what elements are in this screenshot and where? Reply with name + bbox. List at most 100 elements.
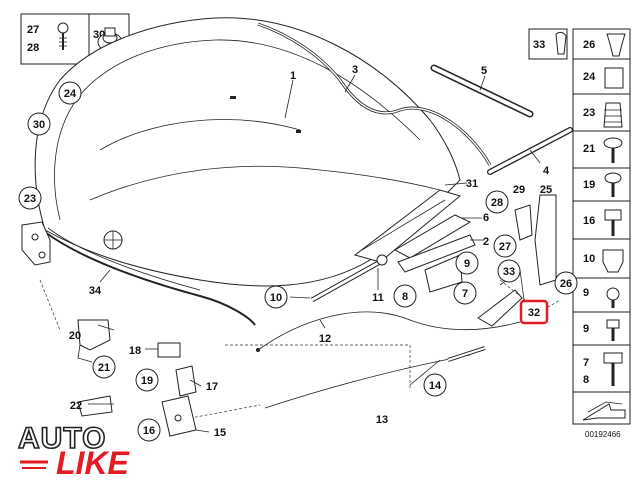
callout-label: 6 xyxy=(483,212,489,224)
callout-label: 9 xyxy=(464,258,470,270)
legend-9: 9 xyxy=(583,323,589,335)
legend-19: 19 xyxy=(583,179,595,191)
callout-label: 20 xyxy=(69,330,81,342)
legend-8: 8 xyxy=(583,374,589,386)
ball-stud-icon xyxy=(606,287,620,301)
callout-label: 19 xyxy=(141,375,153,387)
callout-label: 12 xyxy=(319,333,331,345)
nut-clip-icon xyxy=(606,33,626,57)
callout-label: 32 xyxy=(528,307,540,319)
callout-22: 22 xyxy=(70,400,82,412)
callout-20: 20 xyxy=(69,330,81,342)
callout-9: 9 xyxy=(455,251,479,275)
callout-13: 13 xyxy=(376,414,388,426)
callout-label: 28 xyxy=(491,197,503,209)
right-legend-column: 33 26 24 23 21 19 16 10 9 9 7 8 00192466 xyxy=(528,28,631,439)
callout-label: 30 xyxy=(33,119,45,131)
callout-1: 1 xyxy=(290,70,296,82)
callout-label: 17 xyxy=(206,381,218,393)
callout-label: 31 xyxy=(466,178,478,190)
legend-21: 21 xyxy=(583,143,595,155)
callout-label: 7 xyxy=(462,288,468,300)
hex-bolt-icon xyxy=(604,209,622,221)
legend-9-top: 9 xyxy=(583,287,589,299)
callout-11: 11 xyxy=(372,292,384,304)
stud-icon xyxy=(603,352,623,364)
callout-5: 5 xyxy=(481,65,487,77)
callout-label: 21 xyxy=(98,362,110,374)
spring-nut-icon xyxy=(602,249,624,273)
leader-lines xyxy=(88,74,541,433)
cable-13 xyxy=(264,354,471,409)
screw-head-icon xyxy=(604,172,622,184)
logo-word-auto: AUTO xyxy=(18,422,106,455)
callout-label: 25 xyxy=(540,184,552,196)
hood-panel xyxy=(34,17,461,326)
callout-17: 17 xyxy=(206,381,218,393)
legend-28: 28 xyxy=(27,42,39,54)
callout-27: 27 xyxy=(493,234,517,258)
legend-27: 27 xyxy=(27,24,39,36)
callout-34: 34 xyxy=(89,285,102,297)
bracket-6 xyxy=(393,214,472,259)
callout-31: 31 xyxy=(466,178,478,190)
callout-label: 2 xyxy=(483,236,489,248)
bumper-29 xyxy=(514,204,533,241)
callout-3: 3 xyxy=(352,64,358,76)
callout-label: 4 xyxy=(543,165,550,177)
arrow-icon xyxy=(582,403,626,421)
bracket-2 xyxy=(397,234,476,273)
callout-2: 2 xyxy=(483,236,489,248)
callout-label: 15 xyxy=(214,427,226,439)
callout-19: 19 xyxy=(135,368,159,392)
callout-26: 26 xyxy=(554,271,578,295)
insulation-31 xyxy=(353,189,462,263)
legend-26: 26 xyxy=(583,39,595,51)
callout-14: 14 xyxy=(423,373,447,397)
callout-12: 12 xyxy=(319,333,331,345)
legend-33: 33 xyxy=(533,39,545,51)
callout-6: 6 xyxy=(483,212,489,224)
logo-word-like: LIKE xyxy=(56,445,131,480)
callout-label: 1 xyxy=(290,70,296,82)
callout-18: 18 xyxy=(129,345,141,357)
callout-24: 24 xyxy=(58,81,82,105)
screw-icon xyxy=(57,22,69,50)
callout-label: 5 xyxy=(481,65,487,77)
callout-label: 3 xyxy=(352,64,358,76)
autolike-logo: AUTO LIKE xyxy=(17,421,131,480)
bracket-17 xyxy=(175,365,197,397)
callout-label: 13 xyxy=(376,414,388,426)
callout-label: 22 xyxy=(70,400,82,412)
callout-label: 16 xyxy=(143,425,155,437)
callout-16: 16 xyxy=(137,418,161,442)
callout-8: 8 xyxy=(393,284,417,308)
expansion-rivet-icon xyxy=(603,102,623,128)
callout-33: 33 xyxy=(497,259,521,283)
highlight-box xyxy=(519,299,549,325)
callout-23: 23 xyxy=(18,186,42,210)
callout-label: 24 xyxy=(64,88,77,100)
clip-nut-icon xyxy=(604,67,624,89)
callout-10: 10 xyxy=(264,285,288,309)
legend-23: 23 xyxy=(583,107,595,119)
callout-label: 11 xyxy=(372,292,384,304)
callout-25: 25 xyxy=(540,184,552,196)
callout-21: 21 xyxy=(92,355,116,379)
legend-16: 16 xyxy=(583,215,595,227)
cover-32 xyxy=(477,289,523,327)
callout-30: 30 xyxy=(27,112,51,136)
callout-label: 23 xyxy=(24,193,36,205)
hinge-25 xyxy=(534,194,557,286)
callout-label: 34 xyxy=(89,285,102,297)
callout-label: 27 xyxy=(499,241,511,253)
callout-28: 28 xyxy=(485,190,509,214)
callout-15: 15 xyxy=(214,427,226,439)
bolt-head-icon xyxy=(603,137,623,149)
lock-20 xyxy=(77,319,111,351)
callout-label: 14 xyxy=(429,380,442,392)
callout-label: 18 xyxy=(129,345,141,357)
